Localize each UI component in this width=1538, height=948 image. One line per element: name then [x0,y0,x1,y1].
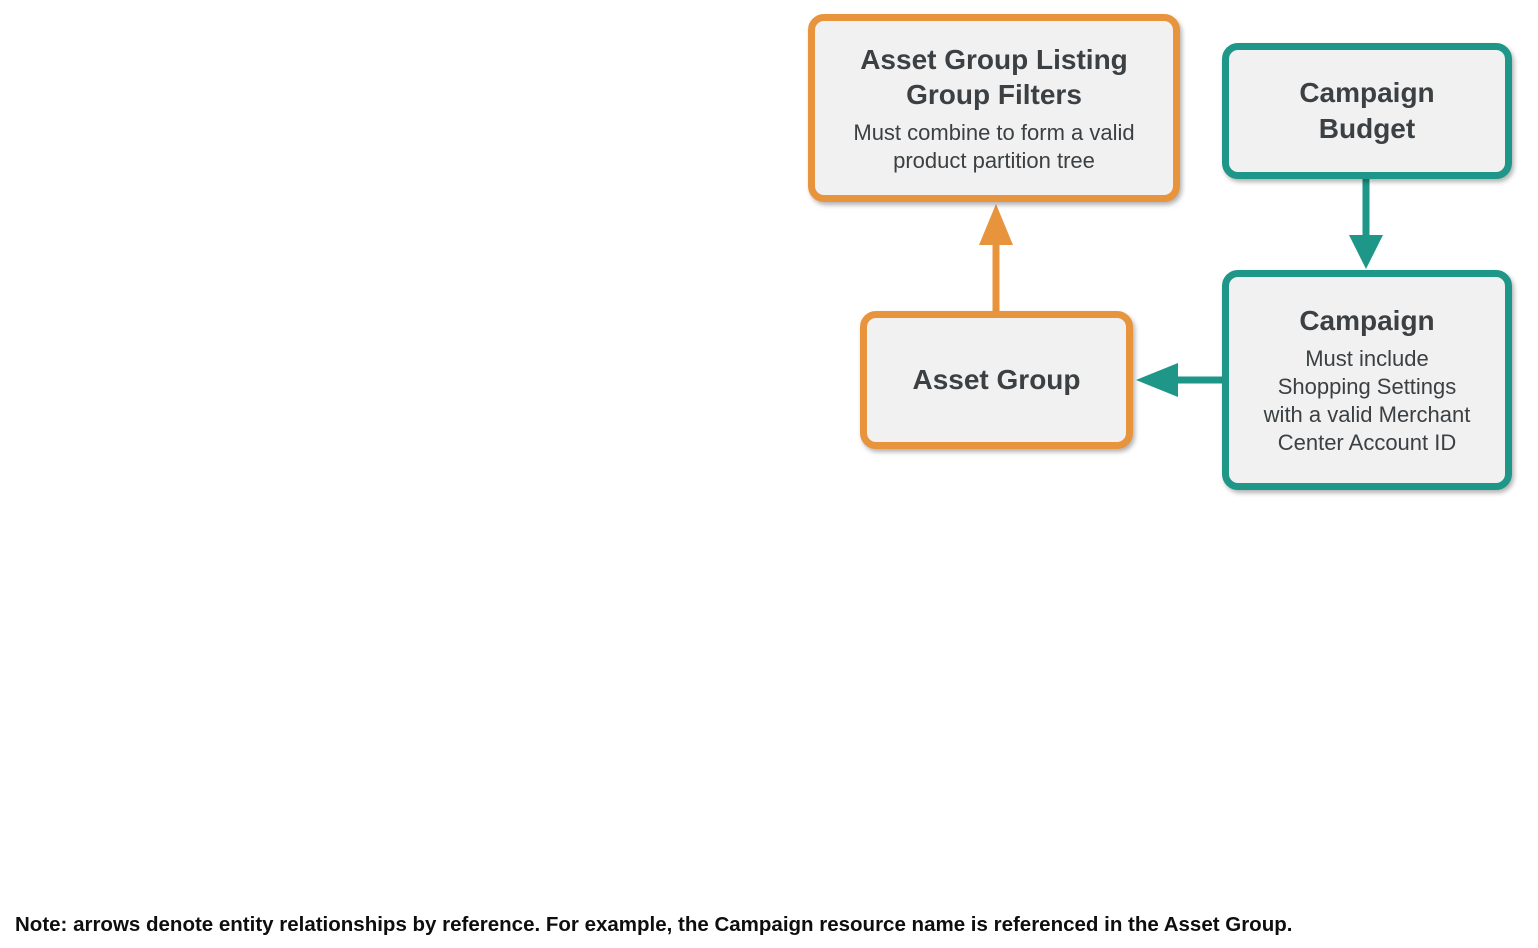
node-title: Campaign Budget [1299,77,1435,144]
arrow-asset-group-to-listing-filters [979,204,1013,312]
node-subtitle: Must combine to form a valid product par… [853,119,1135,173]
node-campaign: Campaign Must include Shopping Settings … [1222,270,1512,490]
node-campaign-budget: Campaign Budget [1222,43,1512,179]
node-title: Asset Group Listing Group Filters [860,43,1128,111]
node-subtitle: Must include Shopping Settings with a va… [1263,345,1471,455]
arrow-campaign-to-asset-group [1136,363,1223,397]
arrow-campaign-budget-to-campaign [1349,178,1383,269]
node-title: Asset Group [912,364,1081,396]
footnote: Note: arrows denote entity relationships… [15,913,1293,936]
node-title: Campaign [1299,305,1435,337]
node-asset-group-listing-group-filters: Asset Group Listing Group Filters Must c… [808,14,1180,202]
node-asset-group: Asset Group [860,311,1133,449]
